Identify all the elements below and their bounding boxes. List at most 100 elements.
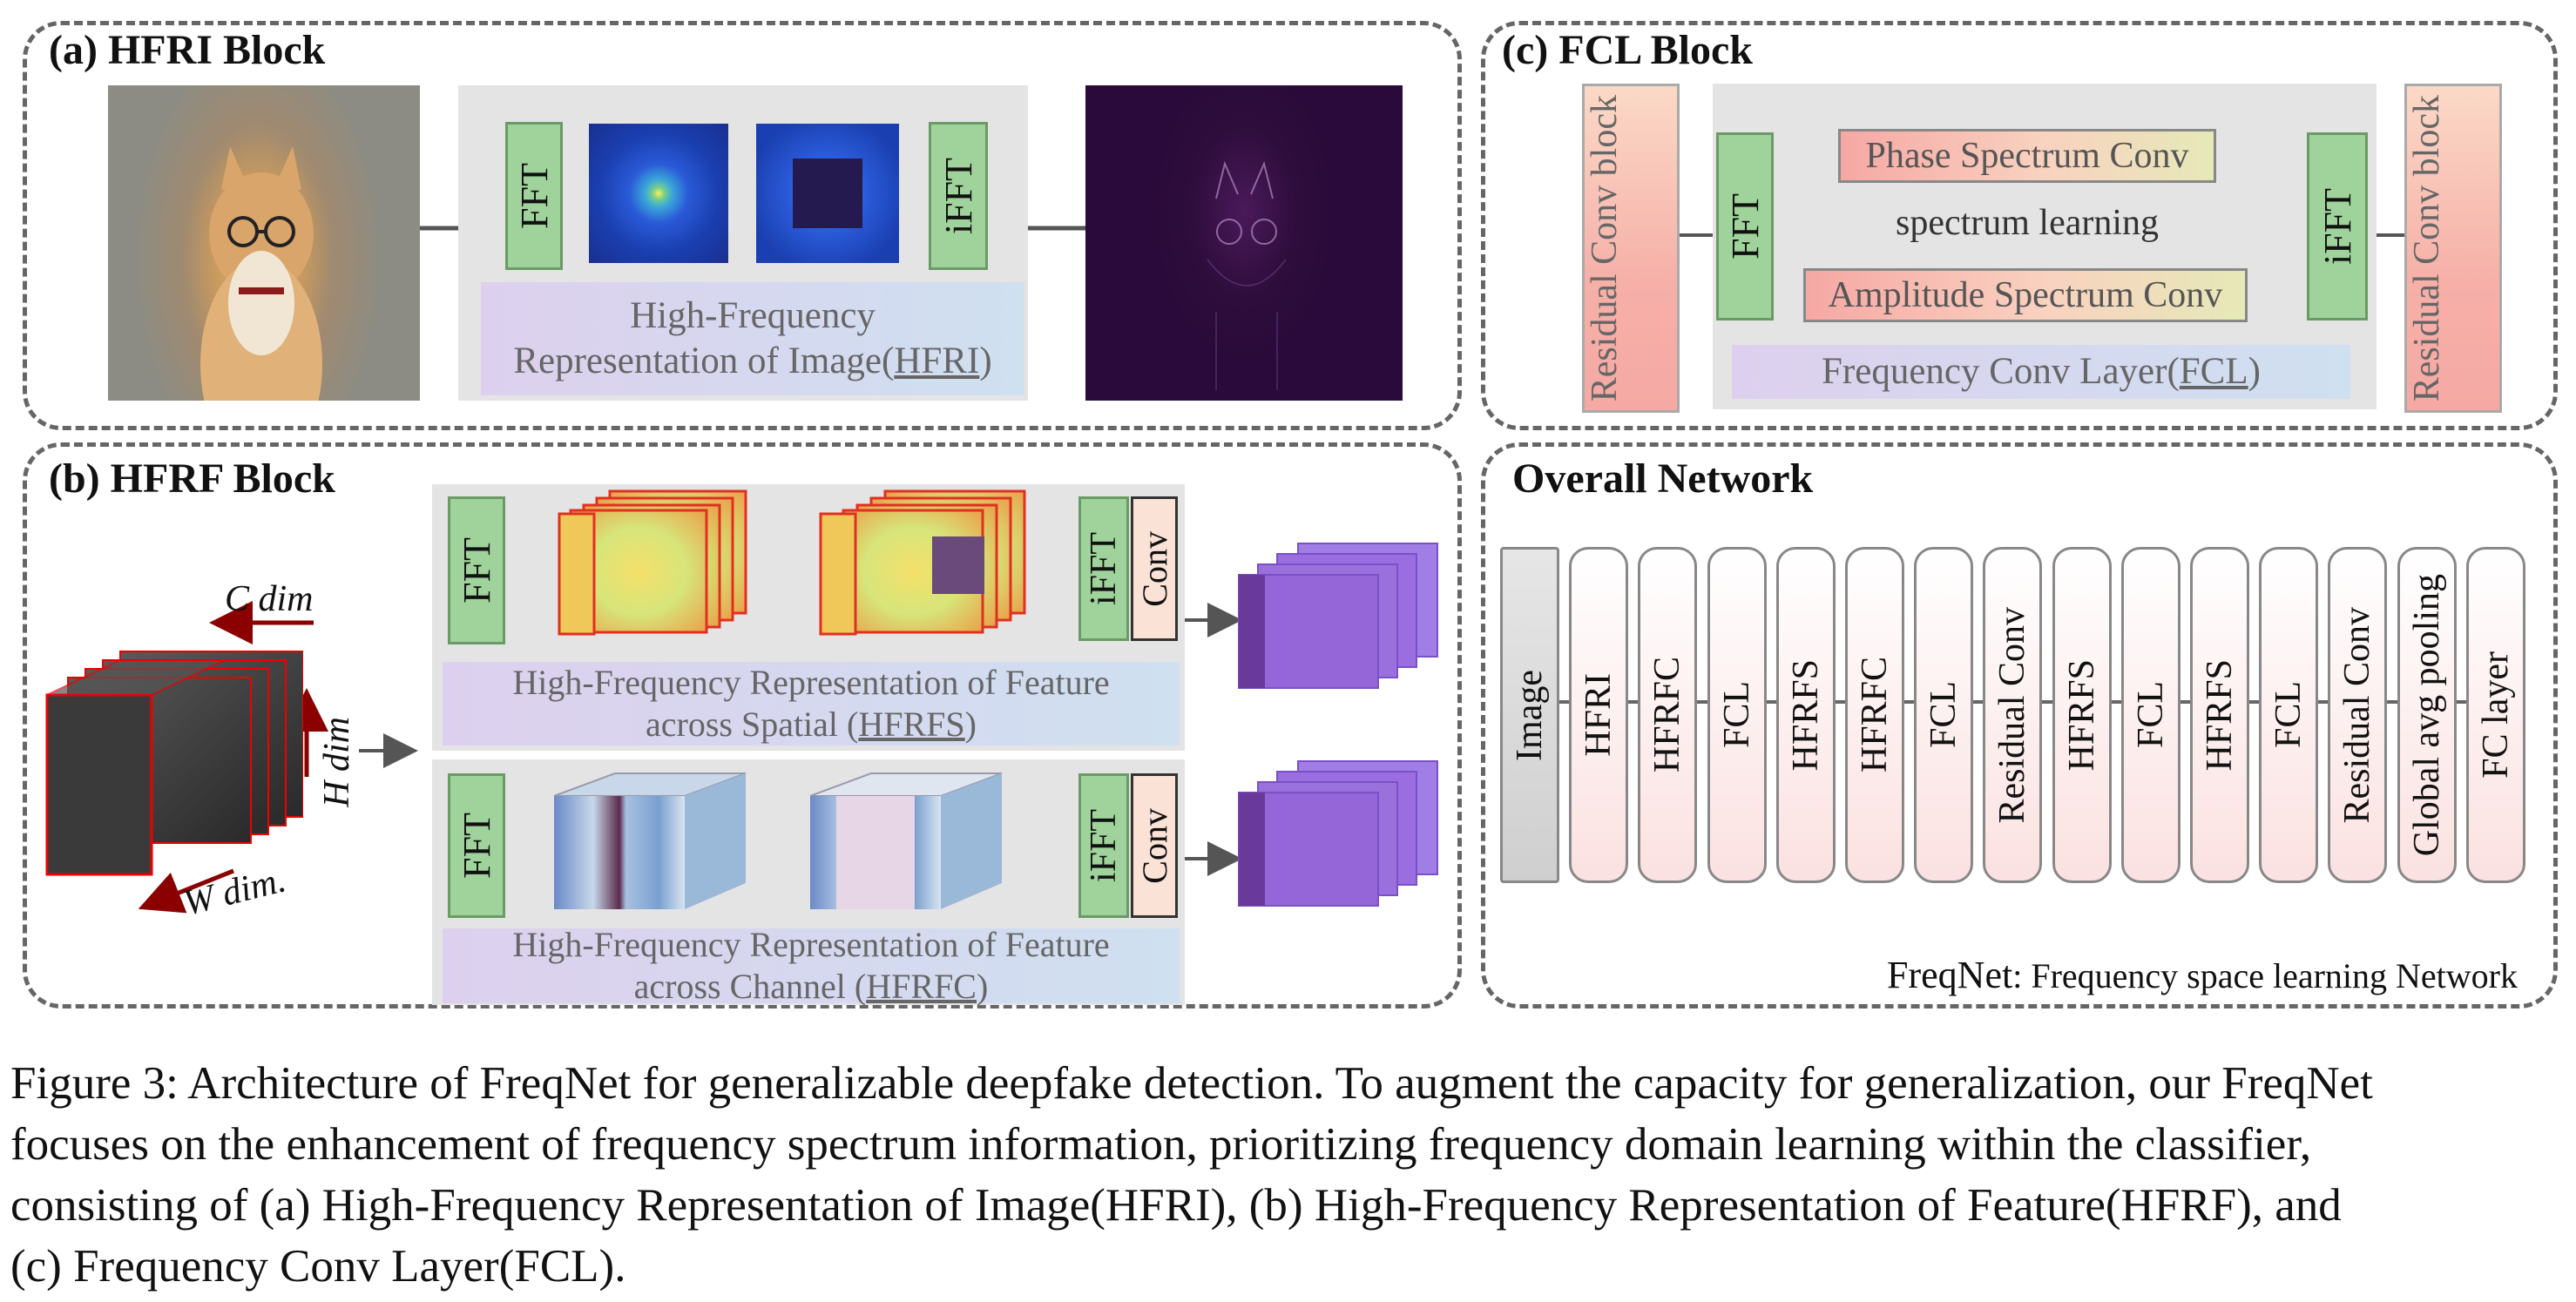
h-dim-label: H dim (307, 714, 368, 810)
hfrfc-label-abbrev: HFRFC (866, 967, 977, 1006)
hfri-label-line2-post: ) (979, 341, 992, 381)
amplitude-spectrum-conv-label: Amplitude Spectrum Conv (1828, 275, 2223, 315)
hfrfc-output-drawing (1238, 760, 1438, 907)
layer-fcl: FCL (2120, 547, 2180, 883)
hfrfc-conv-box: Conv (1131, 773, 1178, 918)
fcl-label-text: Frequency Conv Layer(FCL) (1822, 349, 2261, 395)
channel-masked-drawing (809, 772, 1003, 909)
hfrfs-ifft-label: iFFT (1084, 531, 1124, 606)
hfrfs-output-stack (1237, 540, 1446, 697)
hfrfc-label-line2-pre: across Channel ( (633, 967, 867, 1006)
layer-label: Image (1510, 669, 1550, 761)
hfri-label-line2: Representation of Image(HFRI) (513, 339, 991, 384)
layer-label: HFRFS (2200, 658, 2240, 772)
hfri-ifft-box: iFFT (929, 122, 988, 270)
layer-label: HFRFC (1647, 657, 1688, 773)
hfrfc-label: High-Frequency Representation of Feature… (443, 925, 1180, 1006)
layer-label: HFRFS (1785, 658, 1826, 772)
feature-cube-input (42, 643, 304, 887)
layer-hfrfs: HFRFS (2052, 547, 2112, 883)
layer-label: HFRI (1579, 673, 1619, 757)
channel-spectrum-drawing (553, 772, 747, 909)
fcl-residual-right-label: Residual Conv block (2407, 94, 2447, 402)
feature-cube-drawing (45, 651, 304, 876)
hfrfc-label-line2-post: ) (977, 967, 989, 1006)
layer-hfrfs: HFRFS (1775, 547, 1836, 883)
spatial-spectrum-drawing (558, 489, 747, 636)
layer-label: FCL (1924, 681, 1964, 749)
layer-fcl: FCL (1707, 547, 1767, 883)
overall-footer-name: FreqNet (1887, 954, 2013, 996)
layer-label: Residual Conv (1992, 606, 2033, 824)
layer-fcl: FCL (2259, 547, 2319, 883)
spatial-masked-stack (819, 488, 1028, 636)
layer-label: HFRFS (2061, 658, 2102, 772)
hfri-fft-label: FFT (512, 163, 556, 229)
fcl-label-abbrev: FCL (2179, 351, 2248, 393)
fcl-residual-left-label: Residual Conv block (1585, 94, 1625, 402)
hfrfs-output-drawing (1238, 543, 1438, 689)
layer-fc-layer: FC layer (2465, 547, 2525, 883)
hfrfs-label-line2-post: ) (964, 705, 977, 744)
figure-caption: Figure 3: Architecture of FreqNet for ge… (10, 1054, 2563, 1298)
hfrfc-label-line1: High-Frequency Representation of Feature (512, 925, 1110, 964)
layer-label: HFRFC (1855, 657, 1895, 773)
fcl-ifft-label: iFFT (2316, 187, 2359, 266)
hfrfs-fft-box: FFT (448, 496, 505, 644)
fcl-fft-label: FFT (1723, 193, 1767, 260)
cat-input-image (108, 85, 420, 469)
overall-footer: FreqNet: Frequency space learning Networ… (1829, 953, 2518, 997)
layer-label: FCL (2130, 681, 2171, 749)
fcl-residual-right: Residual Conv block (2404, 84, 2502, 413)
fcl-label-pre: Frequency Conv Layer( (1822, 351, 2180, 393)
hfrfs-conv-box: Conv (1131, 496, 1178, 641)
layer-image: Image (1500, 547, 1559, 883)
layer-hfrfc: HFRFC (1845, 547, 1904, 883)
hfri-label: High-Frequency Representation of Image(H… (481, 282, 1024, 395)
hfrf-block-title: (b) HFRF Block (49, 455, 335, 502)
layer-global-avg-pooling: Global avg pooling (2397, 547, 2457, 883)
hfrfc-output-stack (1237, 758, 1446, 914)
fcl-fft-box: FFT (1716, 132, 1774, 320)
hfrfs-label-line1: High-Frequency Representation of Feature (512, 663, 1110, 702)
hfrfs-label: High-Frequency Representation of Feature… (443, 662, 1180, 745)
channel-masked-stack (809, 770, 1011, 918)
hfri-output-image (1085, 85, 1403, 401)
spectrum-image-masked (756, 124, 899, 263)
layer-label: FC layer (2475, 651, 2516, 779)
fcl-block-panel (1481, 21, 2558, 430)
hfri-block-panel (23, 21, 1462, 430)
overall-network-panel (1481, 442, 2558, 1009)
hfri-label-line1: High-Frequency (630, 295, 876, 337)
channel-spectrum-stack (553, 770, 754, 918)
hfrfs-label-line2: across Spatial (HFRFS) (646, 704, 977, 745)
caption-line-1: Figure 3: Architecture of FreqNet for ge… (10, 1058, 2373, 1109)
amplitude-spectrum-conv: Amplitude Spectrum Conv (1803, 268, 2248, 322)
hfrfs-ifft-box: iFFT (1078, 496, 1129, 641)
spectrum-learning-label: spectrum learning (1895, 203, 2160, 243)
phase-spectrum-conv-label: Phase Spectrum Conv (1865, 136, 2189, 176)
hfrfs-label-line2-pre: across Spatial ( (645, 705, 859, 744)
layer-residual-conv: Residual Conv (2328, 547, 2388, 883)
hfrfc-fft-box: FFT (448, 773, 505, 918)
hfri-label-line2-pre: Representation of Image( (513, 341, 895, 381)
hfri-edge-illustration (1207, 160, 1287, 390)
overall-footer-rest: : Frequency space learning Network (2012, 956, 2518, 995)
layer-label: FCL (1716, 681, 1757, 749)
fcl-label-post: ) (2248, 351, 2261, 393)
hfrfc-conv-label: Conv (1134, 807, 1174, 884)
phase-spectrum-conv: Phase Spectrum Conv (1838, 129, 2216, 183)
c-dim-label: C dim (225, 579, 314, 619)
layer-label: Global avg pooling (2406, 573, 2447, 857)
layer-label: Residual Conv (2337, 606, 2378, 824)
fcl-residual-left: Residual Conv block (1582, 84, 1680, 413)
spatial-spectrum-stack (558, 488, 749, 636)
layer-hfri: HFRI (1569, 547, 1629, 883)
fcl-block-title: (c) FCL Block (1502, 27, 1753, 73)
hfrfc-label-line2: across Channel (HFRFC) (634, 966, 989, 1008)
hfri-ifft-label: iFFT (936, 157, 980, 235)
caption-line-3: consisting of (a) High-Frequency Represe… (10, 1179, 2342, 1231)
fcl-ifft-box: iFFT (2307, 132, 2368, 320)
hfrfs-fft-label: FFT (455, 537, 498, 604)
spectrum-image-centered (589, 124, 728, 263)
